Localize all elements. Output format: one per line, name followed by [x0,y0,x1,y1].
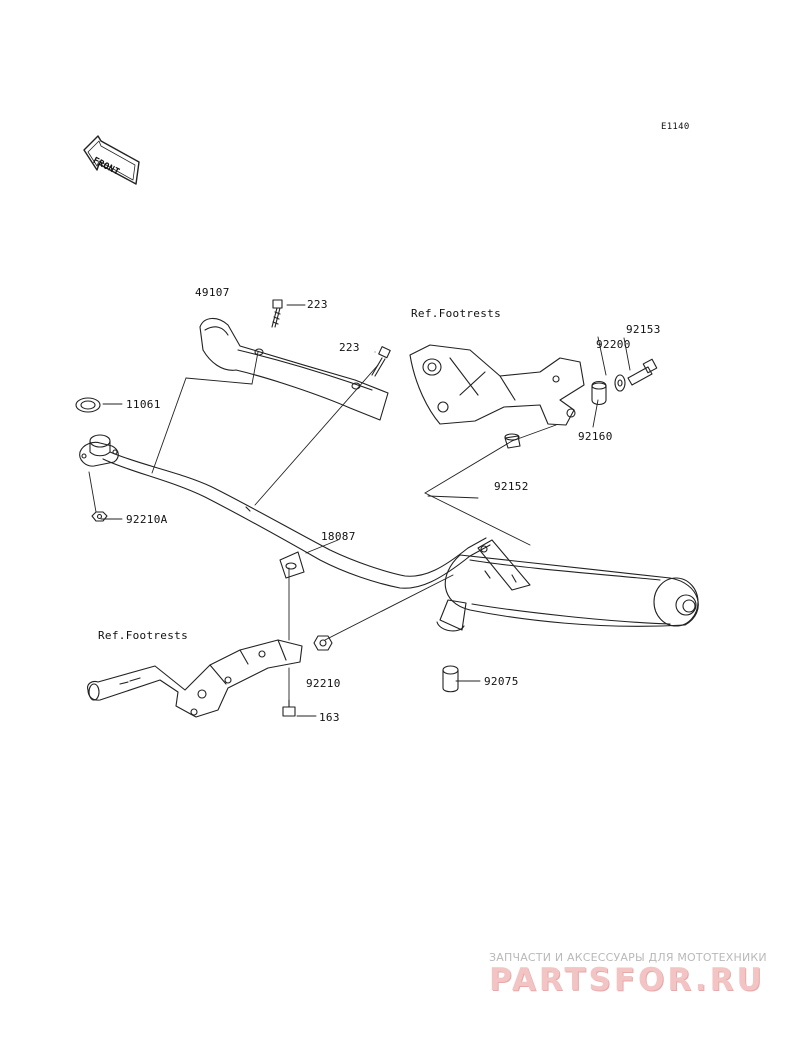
watermark-logo: PARTSFOR.RU [489,962,765,998]
ref-footrests-upper: Ref.Footrests [411,307,501,320]
bolt-223-a [271,299,283,328]
gasket-11061 [75,397,101,413]
part-label-92210: 92210 [306,677,341,690]
part-label-163: 163 [319,711,340,724]
part-label-92075: 92075 [484,675,519,688]
part-label-49107: 49107 [195,286,230,299]
part-label-92200: 92200 [596,338,631,351]
front-arrow-icon [83,135,140,185]
footrest-bracket-lower [87,639,303,718]
part-label-18087: 18087 [321,530,356,543]
rubber-92075 [442,665,459,693]
watermark-tagline: ЗАПЧАСТИ И АКСЕССУАРЫ ДЛЯ МОТОТЕХНИКИ [489,951,767,964]
part-label-223-a: 223 [307,298,328,311]
bolt-163 [282,699,296,717]
ref-footrests-lower: Ref.Footrests [98,629,188,642]
part-label-92152: 92152 [494,480,529,493]
bolt-92153 [627,358,658,386]
washer-92200 [614,374,626,392]
diagram-code: E1140 [661,122,690,132]
collar-92152 [504,433,521,449]
footrest-bracket-upper [409,344,585,426]
heat-guard-49107 [199,317,389,421]
bolt-223-b [371,346,391,377]
leader-lines [88,304,631,717]
collar-92160 [591,380,607,406]
part-label-92210a: 92210A [126,513,168,526]
muffler-pipe-18087 [79,434,699,632]
nut-92210 [313,635,333,651]
part-label-92153: 92153 [626,323,661,336]
part-label-92160: 92160 [578,430,613,443]
part-label-11061: 11061 [126,398,161,411]
nut-92210a [91,511,108,522]
part-label-223-b: 223 [339,341,360,354]
